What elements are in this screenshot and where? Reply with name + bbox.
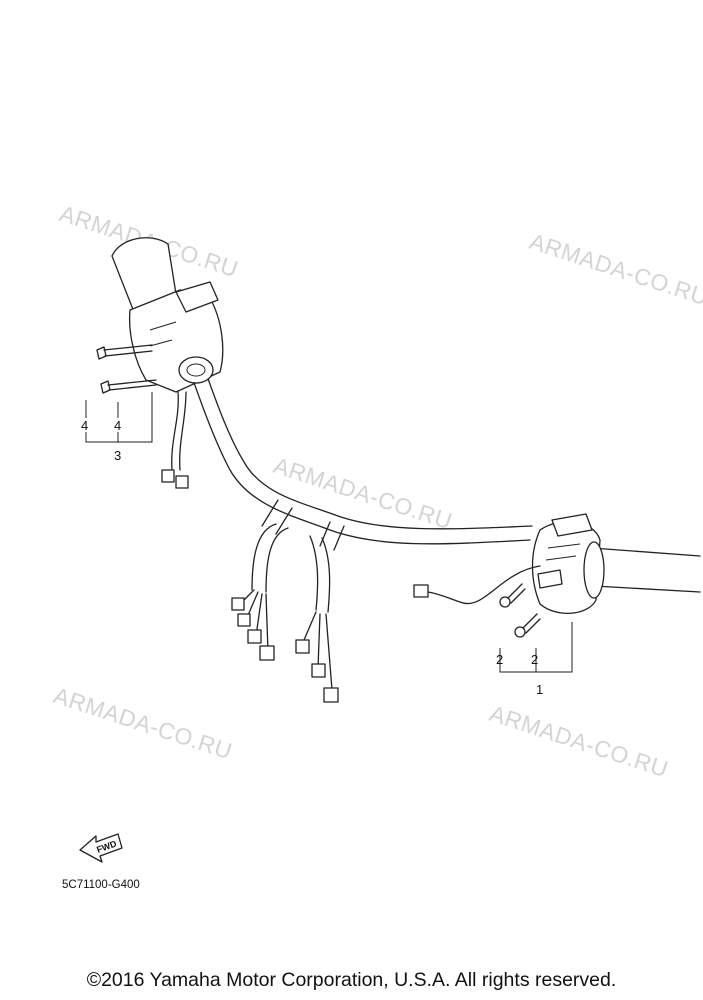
screw-icon [96,344,153,360]
watermark: ARMADA-CO.RU [50,682,235,764]
forward-direction-arrow-icon: FWD [79,833,123,863]
callout-number: 3 [114,448,121,463]
screw-icon [100,379,157,394]
connector-icon [175,475,189,489]
left-handlebar-switch [111,237,224,393]
connector-icon [413,584,429,598]
callouts: 4 4 3 2 2 1 [81,418,543,697]
left-screws [96,344,157,394]
center-wire-harness [231,523,339,703]
callout-number: 4 [114,418,121,433]
callout-number: 1 [536,682,543,697]
callout-number: 2 [531,652,538,667]
diagram-code: 5C71100-G400 [62,879,140,891]
right-wire-harness [413,565,541,605]
connector-icon [161,469,175,483]
connector-icon [311,663,326,678]
left-wire-harness [161,391,189,489]
watermark: ARMADA-CO.RU [526,228,703,310]
screw-icon [514,613,541,638]
watermark: ARMADA-CO.RU [486,700,671,782]
right-screws [499,583,541,638]
callout-number: 4 [81,418,88,433]
right-handlebar-switch [531,513,605,615]
connector-icon [295,639,310,654]
connector-icon [237,613,251,627]
handlebar [185,355,701,593]
callout-leaders [85,392,573,673]
connector-icon [247,629,262,644]
screw-icon [499,583,526,608]
connector-icon [259,645,275,661]
connector-icon [323,687,339,703]
callout-number: 2 [496,652,503,667]
connector-icon [231,597,245,611]
copyright-notice: ©2016 Yamaha Motor Corporation, U.S.A. A… [86,969,617,991]
watermark: ARMADA-CO.RU [270,452,455,534]
